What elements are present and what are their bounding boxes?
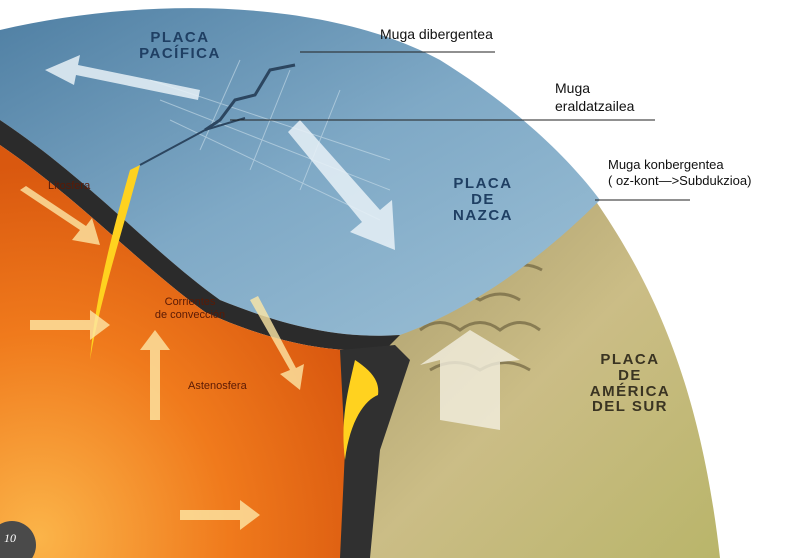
mountain-ridges	[419, 263, 543, 372]
magma-plume	[90, 165, 379, 460]
lithosphere-band	[0, 120, 400, 351]
divergent-ridge-line	[204, 63, 296, 132]
asthenosphere-label: Astenosfera	[188, 380, 247, 392]
divergent-boundary-callout: Muga dibergentea	[380, 26, 493, 42]
south-american-plate	[360, 200, 720, 558]
transform-boundary-callout: Muga eraldatzailea	[555, 80, 635, 114]
convergent-boundary-callout: Muga konbergentea ( oz-kont—>Subdukzioa)	[608, 157, 752, 189]
south-american-arrow	[420, 330, 520, 430]
south-american-plate-label: PLACA DE AMÉRICA DEL SUR	[589, 351, 671, 416]
lithosphere-label: Litosfera	[48, 180, 91, 192]
asthenosphere-mantle	[0, 145, 385, 558]
pacific-plate-label: PLACA PACÍFICA	[139, 29, 221, 62]
callout-lines	[230, 51, 690, 201]
convection-arrows	[20, 186, 304, 530]
nazca-plate-label: PLACA DE NAZCA	[453, 175, 513, 224]
convection-currents-label: Corrientes de convección	[154, 296, 226, 321]
page-badge	[0, 521, 36, 558]
transform-fault-line	[139, 117, 246, 166]
page-number: 10	[4, 531, 16, 545]
plate-motion-arrows	[45, 55, 395, 250]
